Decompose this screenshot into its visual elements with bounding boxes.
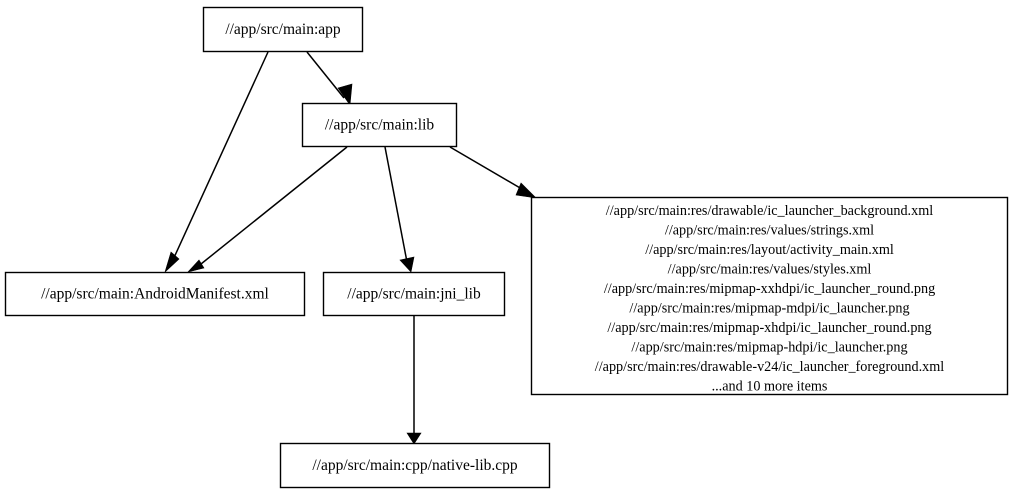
edge-lib-to-resources-group: [449, 146, 537, 199]
edge-lib-to-jni-lib: [384, 146, 415, 273]
edge-jni-lib-to-native-lib: [406, 316, 422, 445]
resource-line-5: //app/src/main:res/mipmap-xxhdpi/ic_laun…: [604, 281, 935, 297]
node-native-lib-cpp-label: //app/src/main:cpp/native-lib.cpp: [312, 457, 518, 474]
node-jni-lib-label: //app/src/main:jni_lib: [347, 286, 481, 303]
node-lib-label: //app/src/main:lib: [325, 117, 435, 134]
edge-app-to-androidmanifest: [164, 51, 269, 273]
resource-line-2: //app/src/main:res/values/strings.xml: [665, 223, 874, 239]
node-lib[interactable]: //app/src/main:lib: [301, 102, 458, 148]
resource-line-6: //app/src/main:res/mipmap-mdpi/ic_launch…: [629, 301, 909, 317]
edge-app-to-lib: [306, 51, 353, 106]
resource-line-4: //app/src/main:res/values/styles.xml: [668, 262, 872, 278]
resource-line-1: //app/src/main:res/drawable/ic_launcher_…: [606, 203, 933, 219]
resource-line-10-more-items: ...and 10 more items: [712, 379, 828, 395]
resource-line-3: //app/src/main:res/layout/activity_main.…: [645, 242, 894, 258]
resource-line-9: //app/src/main:res/drawable-v24/ic_launc…: [595, 359, 945, 375]
resource-line-8: //app/src/main:res/mipmap-hdpi/ic_launch…: [631, 340, 907, 356]
node-jni-lib[interactable]: //app/src/main:jni_lib: [322, 271, 506, 317]
resource-line-7: //app/src/main:res/mipmap-xhdpi/ic_launc…: [607, 320, 931, 336]
node-app-label: //app/src/main:app: [225, 21, 341, 38]
node-androidmanifest[interactable]: //app/src/main:AndroidManifest.xml: [4, 271, 306, 317]
node-app[interactable]: //app/src/main:app: [202, 6, 364, 53]
node-resources-group[interactable]: //app/src/main:res/drawable/ic_launcher_…: [530, 196, 1009, 396]
edge-lib-to-androidmanifest: [187, 146, 348, 273]
node-androidmanifest-label: //app/src/main:AndroidManifest.xml: [41, 286, 269, 303]
node-native-lib-cpp[interactable]: //app/src/main:cpp/native-lib.cpp: [279, 442, 551, 489]
